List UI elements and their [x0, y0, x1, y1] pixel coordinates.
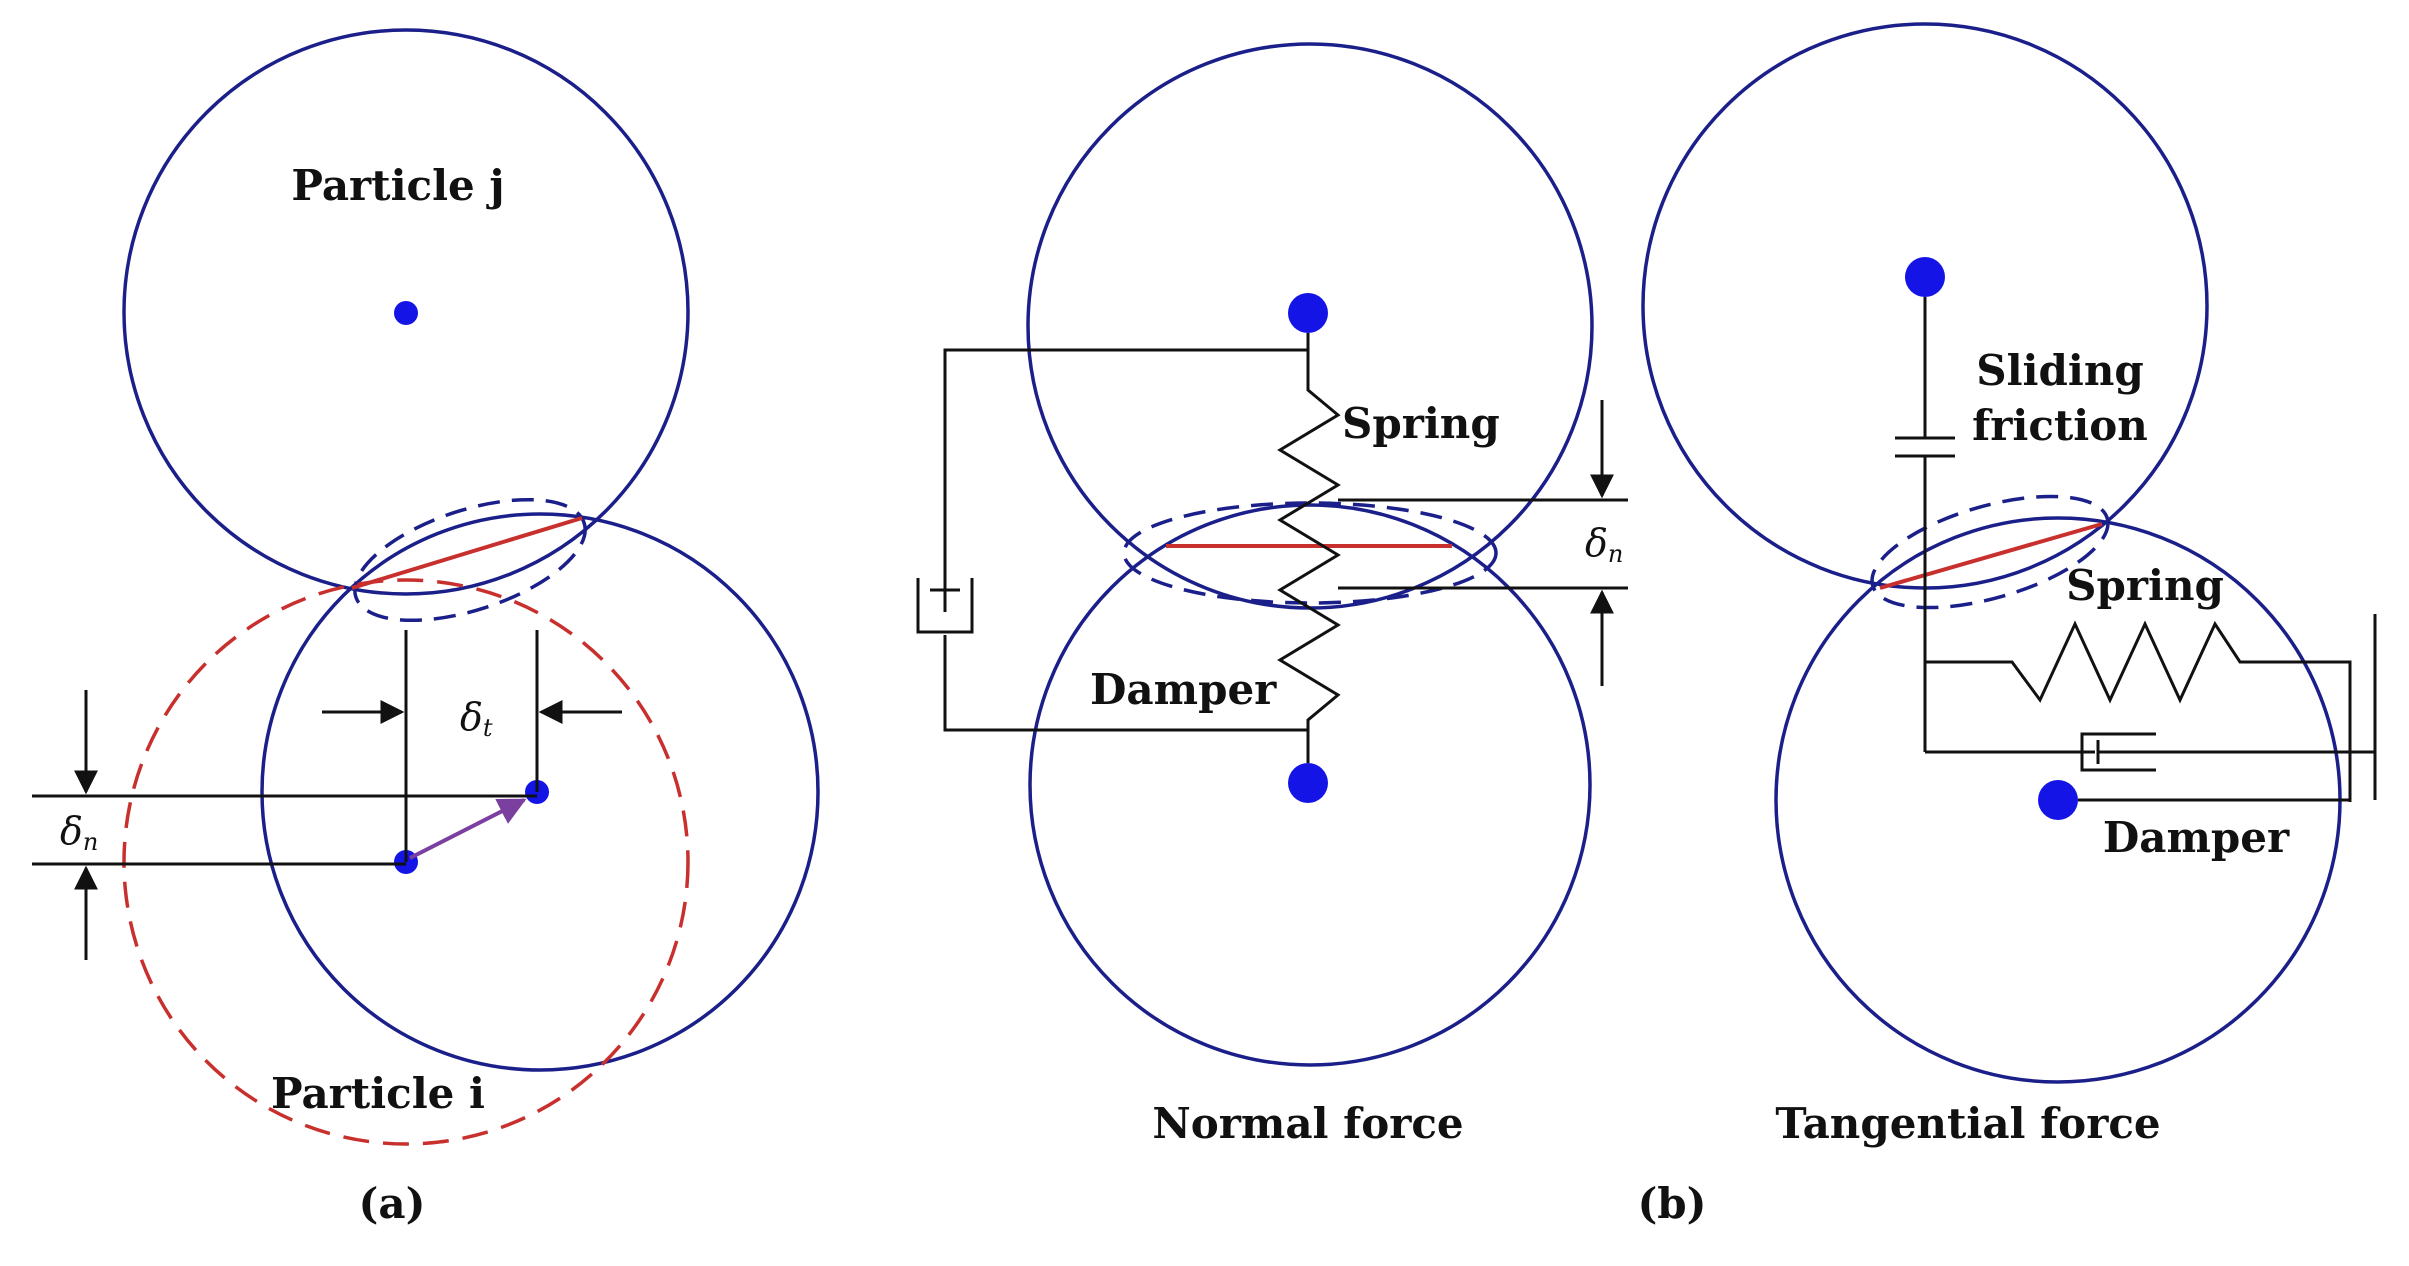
sliding-friction-label-1: Sliding — [1976, 346, 2143, 395]
normal-damper-wire-bottom — [943, 635, 1308, 732]
tangential-upper-center — [1905, 257, 1945, 297]
particle-i-label: Particle i — [271, 1069, 485, 1118]
particle-i-circle — [260, 512, 820, 1072]
particle-j-center — [394, 301, 418, 325]
displacement-arrow — [409, 798, 527, 860]
contact-plane-line — [351, 516, 583, 590]
normal-spring-label: Spring — [1342, 399, 1500, 448]
tangential-damper-label: Damper — [2103, 813, 2290, 862]
tangential-spring-label: Spring — [2066, 561, 2224, 610]
delta-n-label: δn — [60, 809, 98, 856]
normal-lower-particle — [1028, 503, 1592, 1067]
tangential-force-title: Tangential force — [1775, 1099, 2160, 1148]
normal-upper-center — [1288, 293, 1328, 333]
tangential-spring — [1925, 620, 2352, 802]
caption-b: (b) — [1637, 1179, 1706, 1228]
particle-j-label: Particle j — [291, 161, 504, 210]
normal-overlap-region — [1122, 501, 1498, 605]
panel-b-normal: Spring Damper δn Normal force — [916, 42, 1628, 1148]
delta-t-label: δt — [460, 695, 493, 742]
normal-lower-center — [1288, 763, 1328, 803]
tangential-lower-center — [2038, 780, 2078, 820]
tangential-overlap-region — [1870, 494, 2110, 610]
panel-b-tangential: Sliding friction Spring Damper Tangentia… — [1641, 22, 2377, 1148]
normal-spring — [1277, 333, 1341, 763]
normal-dashpot-cup — [916, 578, 974, 634]
normal-delta-label: δn — [1585, 521, 1623, 568]
normal-force-title: Normal force — [1152, 1099, 1463, 1148]
panel-a: Particle j δt δn Particle i ( — [32, 28, 820, 1228]
tangential-dashpot-cup — [2080, 732, 2156, 772]
caption-a: (a) — [359, 1179, 426, 1228]
overlap-region — [353, 497, 587, 623]
tangential-contact-line — [1879, 522, 2103, 590]
normal-damper-label: Damper — [1090, 665, 1277, 714]
normal-damper-wire — [943, 348, 1308, 590]
sliding-friction-label-2: friction — [1972, 401, 2148, 450]
displaced-particle-circle — [122, 578, 690, 1146]
particle-j-circle — [122, 28, 690, 596]
